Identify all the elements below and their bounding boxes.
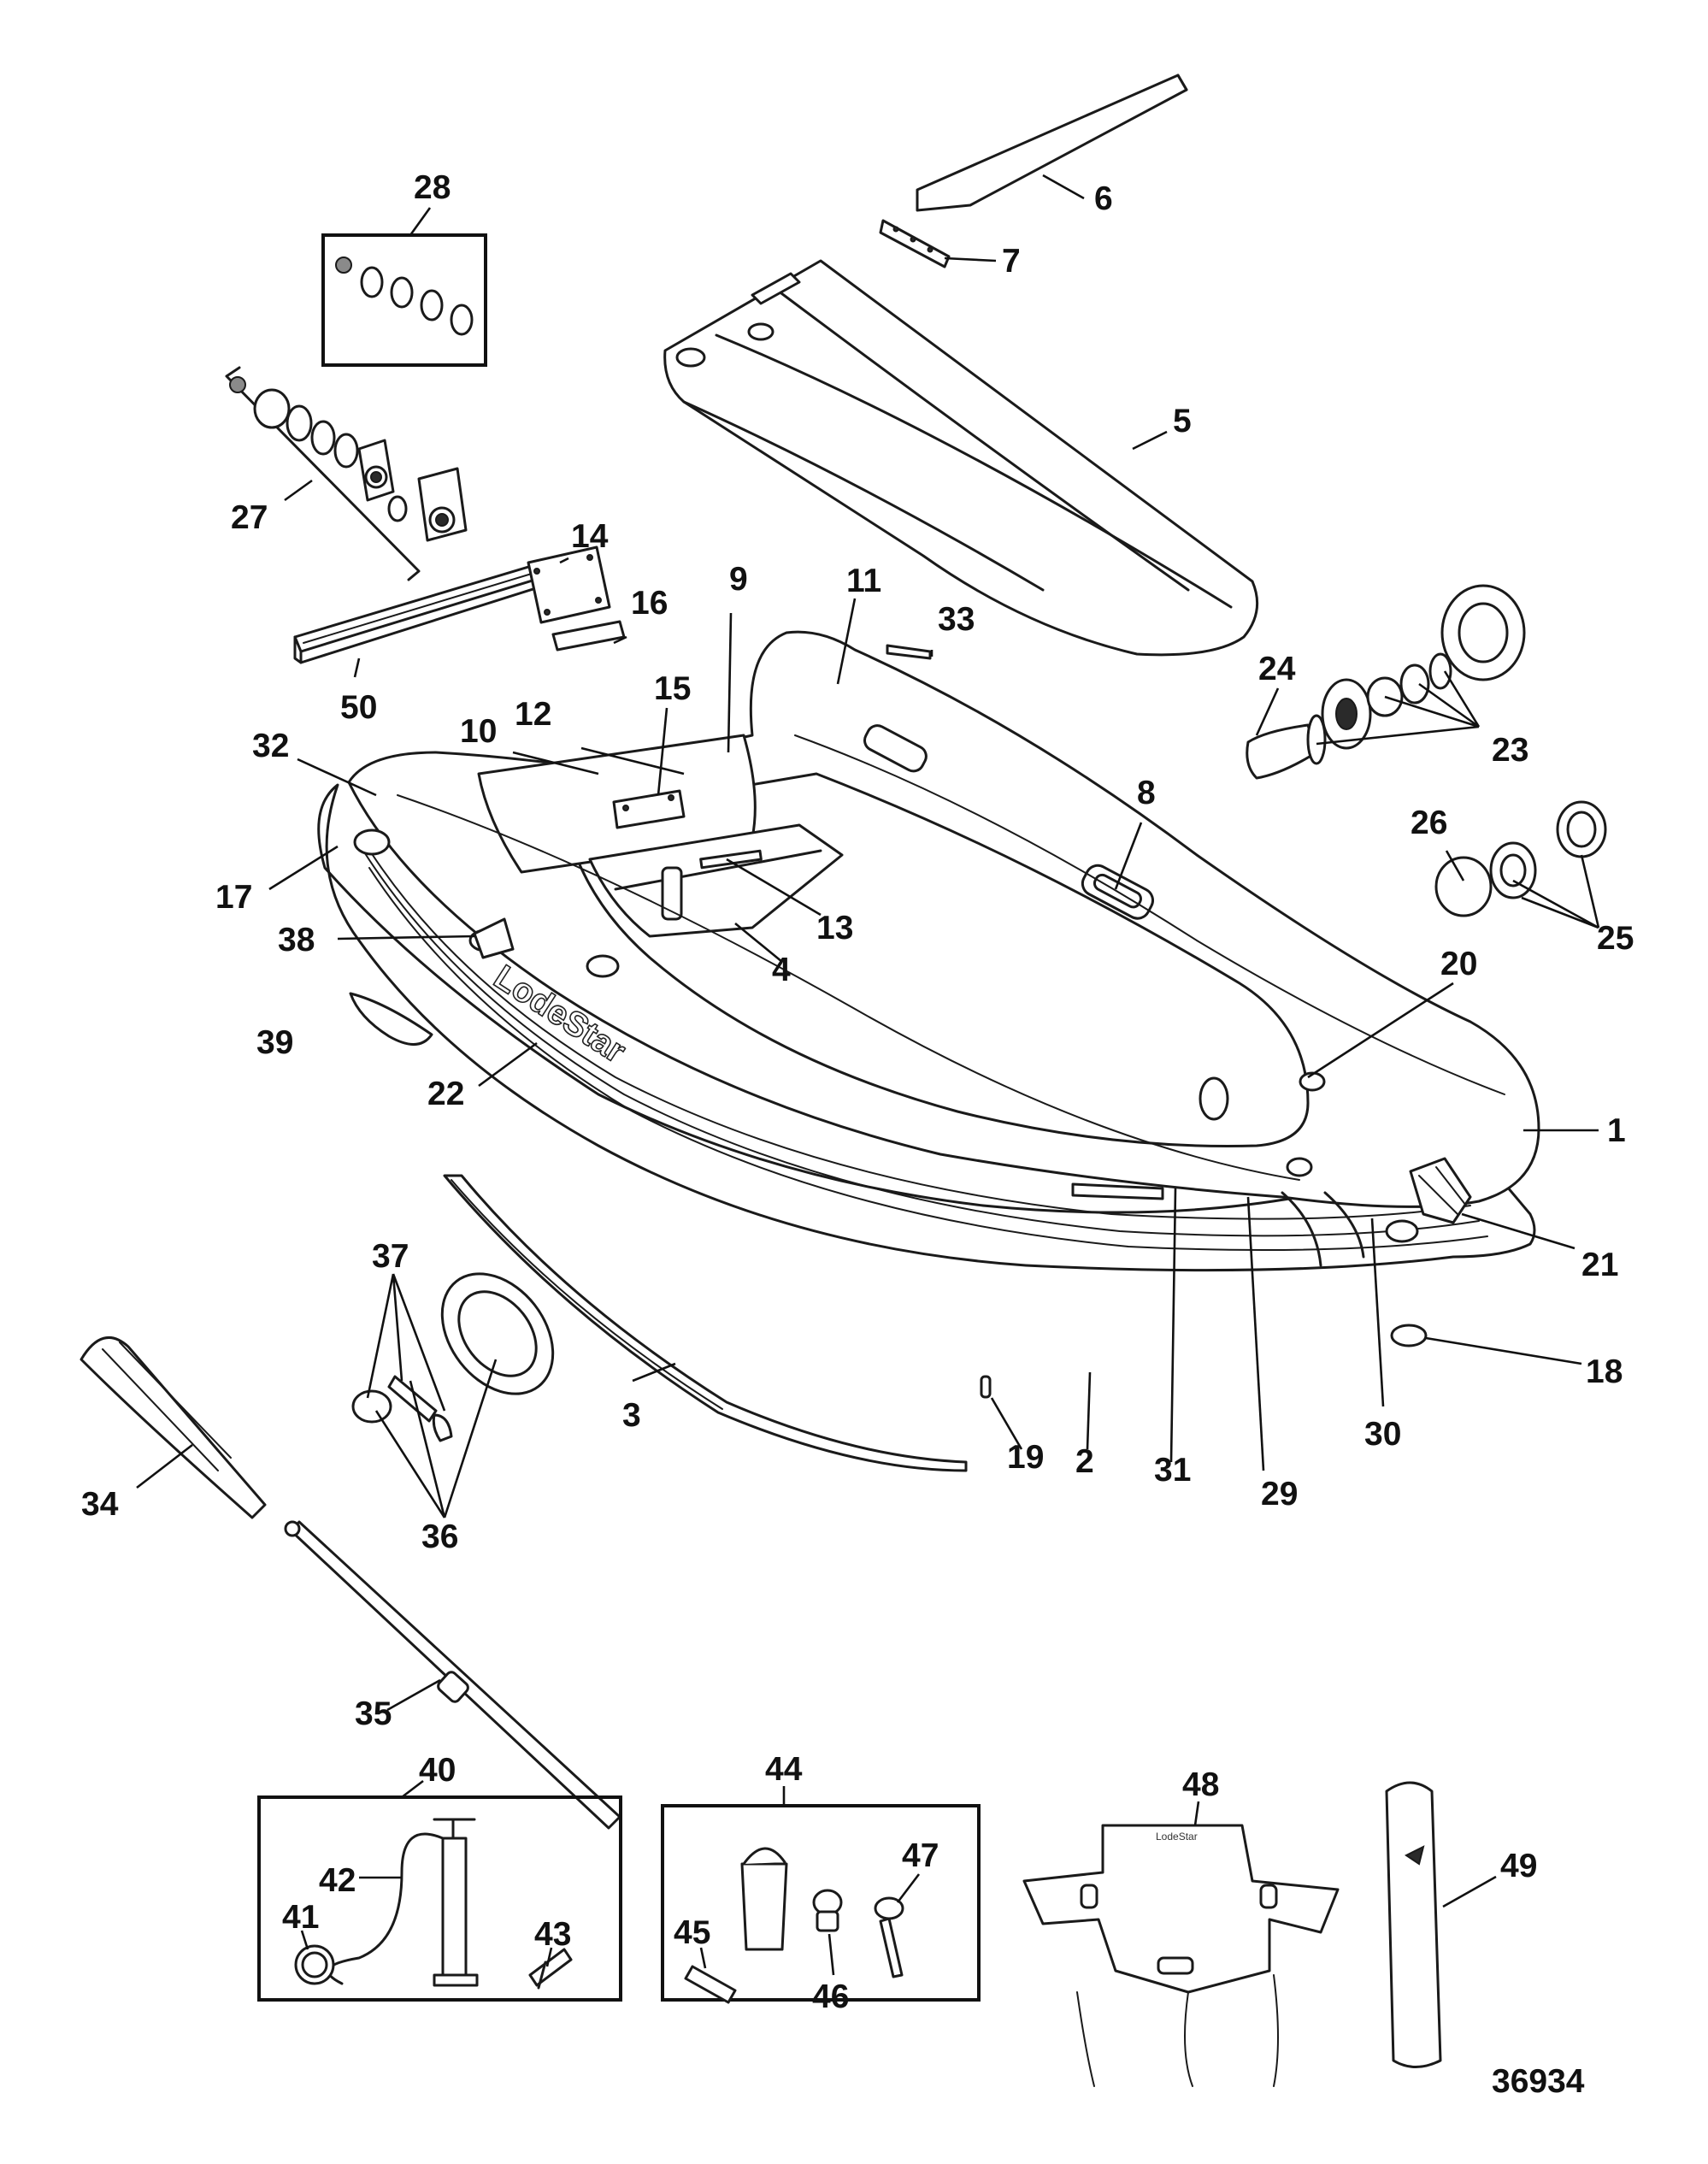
callout-25: 25 (1597, 920, 1634, 957)
part-49-storage-bag (1385, 1781, 1442, 2068)
leader-lines (136, 174, 1600, 1976)
callout-14: 14 (571, 518, 609, 555)
part-23-24-valve-parts (1246, 584, 1526, 780)
callout-19: 19 (1007, 1439, 1044, 1476)
callout-24: 24 (1258, 651, 1296, 687)
callout-36: 36 (421, 1518, 458, 1555)
callout-12: 12 (515, 696, 551, 733)
part-7-bracket (879, 219, 951, 268)
callout-28: 28 (414, 169, 451, 206)
callout-15: 15 (654, 670, 691, 707)
callout-49: 49 (1500, 1848, 1537, 1884)
part-40-pump-kit (257, 1795, 622, 2002)
callout-41: 41 (282, 1899, 319, 1936)
callout-42: 42 (319, 1862, 356, 1899)
callout-26: 26 (1411, 805, 1447, 841)
part-3-keel-strip (443, 1174, 968, 1472)
callout-31: 31 (1154, 1452, 1191, 1489)
callout-40: 40 (419, 1752, 456, 1789)
callout-17: 17 (215, 879, 252, 916)
callout-45: 45 (674, 1914, 710, 1951)
part-39-cleat (349, 992, 433, 1046)
callout-44: 44 (765, 1751, 803, 1788)
callout-22: 22 (427, 1076, 464, 1112)
part-36-37-oarlock (351, 1272, 555, 1442)
callout-23: 23 (1492, 732, 1528, 769)
callout-1: 1 (1607, 1112, 1626, 1149)
part-48-cover: LodeStar (1022, 1824, 1340, 2087)
callout-7: 7 (1002, 243, 1021, 280)
callout-29: 29 (1261, 1476, 1298, 1512)
callout-48: 48 (1182, 1766, 1219, 1803)
callout-3: 3 (622, 1397, 641, 1434)
callout-2: 2 (1075, 1443, 1094, 1480)
callout-labels: 28 6 7 5 27 14 16 9 11 33 50 24 23 32 10… (81, 169, 1634, 2100)
callout-16: 16 (631, 585, 668, 622)
svg-text:LodeStar: LodeStar (1156, 1831, 1198, 1843)
callout-5: 5 (1173, 403, 1192, 439)
callout-46: 46 (812, 1978, 849, 2015)
callout-30: 30 (1364, 1416, 1401, 1453)
callout-13: 13 (816, 910, 853, 946)
figure-number: 36934 (1492, 2063, 1585, 2100)
part-5-transom-board (663, 259, 1259, 657)
callout-38: 38 (278, 922, 315, 958)
part-33-label (886, 644, 932, 660)
callout-20: 20 (1440, 946, 1477, 982)
callout-4: 4 (772, 952, 791, 988)
callout-9: 9 (729, 561, 748, 598)
callout-27: 27 (231, 499, 268, 536)
part-44-repair-kit (661, 1804, 981, 2004)
part-34-35-oar (80, 1336, 621, 1830)
callout-39: 39 (256, 1024, 293, 1061)
part-14-plate (527, 545, 611, 624)
callout-10: 10 (460, 713, 497, 750)
callout-21: 21 (1581, 1247, 1618, 1283)
callout-32: 32 (252, 728, 289, 764)
callout-35: 35 (355, 1695, 392, 1732)
callout-47: 47 (902, 1837, 939, 1874)
callout-43: 43 (534, 1916, 571, 1953)
part-50-strip (293, 558, 559, 664)
callout-33: 33 (938, 601, 975, 638)
callout-34: 34 (81, 1486, 119, 1523)
callout-11: 11 (846, 563, 881, 599)
callout-18: 18 (1586, 1353, 1623, 1390)
callout-8: 8 (1137, 775, 1156, 811)
part-27-valve-assembly (225, 366, 468, 581)
callout-37: 37 (372, 1238, 409, 1275)
callout-6: 6 (1094, 180, 1113, 217)
part-28-valve-kit (321, 233, 487, 367)
part-6-plank (916, 74, 1188, 212)
part-1-inflatable-boat-hull: LodeStar (317, 630, 1540, 1399)
part-25-26-drain-plug (1434, 800, 1607, 917)
part-16-patch (551, 620, 626, 652)
callout-50: 50 (340, 689, 377, 726)
